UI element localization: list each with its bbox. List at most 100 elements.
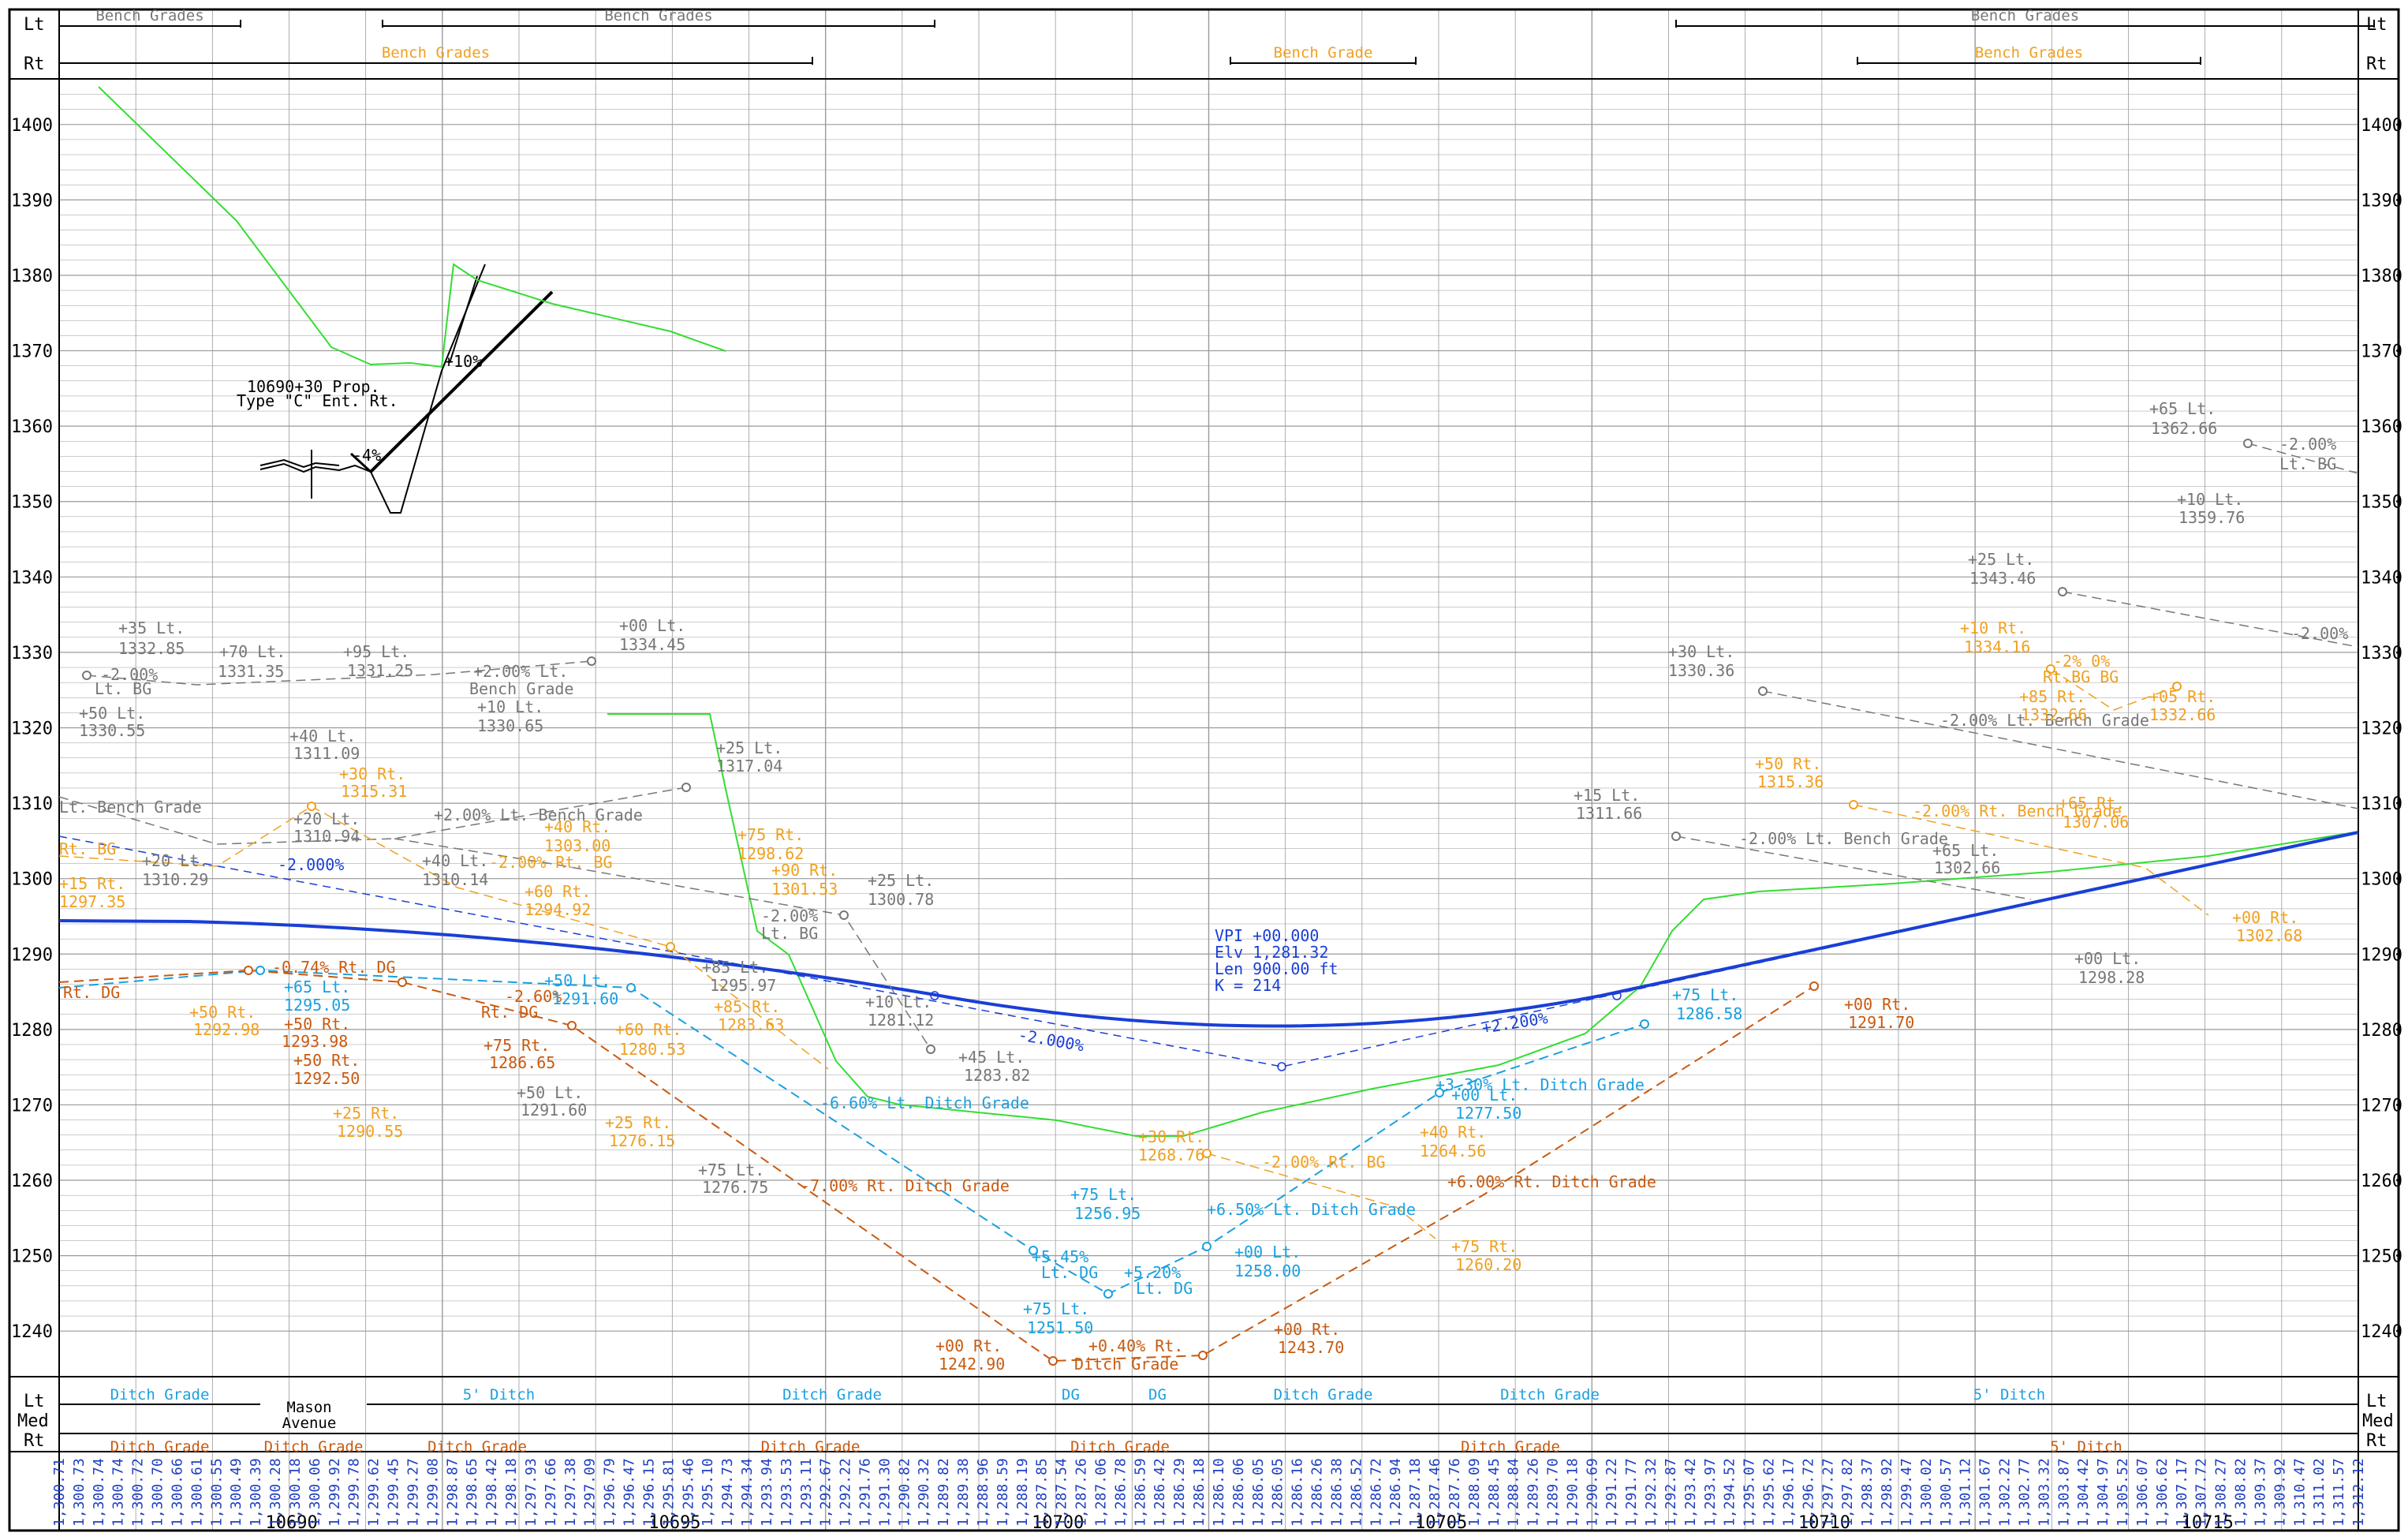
elevation-value: 1,291.30 <box>876 1458 893 1527</box>
annotation-text: Type "C" Ent. Rt. <box>237 391 398 410</box>
annotation-text: 1281.12 <box>868 1011 934 1030</box>
rt-ditch-grade <box>58 969 1815 1362</box>
evc-point <box>1612 991 1622 1000</box>
annotation-text: +20 Lt. <box>142 851 208 870</box>
elevation-value: 1,294.73 <box>719 1458 736 1527</box>
elevation-value: 1,309.37 <box>2252 1458 2268 1527</box>
bottom-band-rt-label: Ditch Grade <box>761 1438 861 1456</box>
annotation-text: 1286.65 <box>489 1053 555 1072</box>
elevation-value: 1,300.57 <box>1938 1458 1954 1527</box>
annotation-text: 1286.58 <box>1676 1004 1742 1023</box>
annotation-text: 1310.29 <box>142 870 208 889</box>
existing-ground-line <box>607 713 2355 1137</box>
elevation-value: 1,296.15 <box>640 1458 657 1527</box>
bottom-band-rt-label: Ditch Grade <box>1070 1438 1170 1456</box>
elevation-value: 1,297.09 <box>582 1458 599 1527</box>
top-band-lt-label: Bench Grades <box>95 7 203 24</box>
elevation-value: 1,292.87 <box>1663 1458 1679 1527</box>
annotation-text: -2.00% <box>2291 624 2348 643</box>
annotation-text: 1317.04 <box>716 757 782 776</box>
elevation-value: 1,300.06 <box>307 1458 323 1527</box>
elevation-value: 1,311.57 <box>2331 1458 2347 1527</box>
annotation-text: 1334.16 <box>1964 637 2030 656</box>
elevation-value: 1,298.87 <box>444 1458 461 1527</box>
annotation-text: +00 Rt. <box>1274 1320 1340 1339</box>
elevation-value: 1,295.07 <box>1742 1458 1758 1527</box>
annotation-text: +75 Rt. <box>483 1036 550 1055</box>
elevation-value: 1,291.22 <box>1603 1458 1620 1527</box>
x-tick-label: 10710 <box>1798 1513 1850 1533</box>
annotation-text: 1343.46 <box>1969 569 2036 588</box>
annotation-text: +15 Rt. <box>59 874 125 893</box>
annotation-text: Rt. BG <box>59 839 116 858</box>
annotation-text: 1251.50 <box>1027 1318 1093 1337</box>
annotation-text: +40 Rt. <box>1420 1123 1486 1142</box>
annotation-text: Bench Grade <box>469 679 573 698</box>
annotation-text: +75 Lt. <box>1070 1185 1137 1204</box>
annotation-text: +2.00% Lt. <box>473 662 568 681</box>
annotation-text: +25 Lt. <box>868 871 934 890</box>
annotation-text: 1292.98 <box>193 1020 259 1039</box>
annotation-text: 1315.31 <box>341 782 407 801</box>
annotation-text: +95 Lt. <box>343 642 409 661</box>
annotation-text: 1302.66 <box>1934 858 2000 877</box>
annotation-text: Rt. DG <box>481 1003 538 1022</box>
annotation-text: +65 Lt. <box>1932 841 1999 860</box>
station-annotations: 10690+30 Prop.Type "C" Ent. Rt.+10%-4%+3… <box>59 352 2348 1374</box>
annotation-text: 1332.66 <box>2149 705 2216 724</box>
bottom-right-med: Med <box>2362 1411 2394 1431</box>
y-tick-label-left: 1350 <box>11 493 53 513</box>
x-tick-label: 10695 <box>648 1513 700 1533</box>
y-tick-label-right: 1380 <box>2361 267 2402 286</box>
elevation-value: 1,289.70 <box>1545 1458 1562 1527</box>
elevation-value: 1,302.77 <box>2016 1458 2033 1527</box>
annotation-text: +75 Lt. <box>1672 985 1738 1004</box>
right-label-lt: Lt <box>2366 15 2387 35</box>
y-tick-label-left: 1380 <box>11 267 53 286</box>
elevation-value: 1,304.97 <box>2095 1458 2111 1527</box>
annotation-text: 1330.65 <box>477 716 543 735</box>
elevation-value: 1,288.09 <box>1466 1458 1483 1527</box>
annotation-text: +30 Lt. <box>1668 642 1734 661</box>
elevation-value: 1,293.94 <box>759 1458 775 1527</box>
annotation-text: 1331.25 <box>347 661 413 680</box>
annotation-text: +45 Lt. <box>958 1048 1025 1067</box>
annotation-text: 1334.45 <box>619 635 685 654</box>
annotation-text: 1292.50 <box>293 1069 360 1088</box>
annotation-text: +85 Rt. <box>714 997 780 1016</box>
annotation-text: 1291.60 <box>552 989 618 1008</box>
annotation-text: 1264.56 <box>1420 1142 1486 1161</box>
annotation-text: Lt. BG <box>761 924 818 943</box>
elevation-value: 1,289.82 <box>935 1458 952 1527</box>
bottom-band-rt-label: Ditch Grade <box>110 1438 210 1456</box>
left-label-lt: Lt <box>24 15 45 35</box>
annotation-text: +70 Lt. <box>219 642 286 661</box>
annotation-text: 1298.62 <box>737 844 804 863</box>
annotation-text: +65 Lt. <box>2149 399 2216 418</box>
elevation-value: 1,288.84 <box>1506 1458 1522 1527</box>
annotation-text: +6.50% Lt. Ditch Grade <box>1207 1200 1416 1219</box>
y-tick-label-right: 1290 <box>2361 945 2402 965</box>
y-tick-label-left: 1280 <box>11 1021 53 1041</box>
annotation-text: +65 Rt. <box>2059 794 2125 813</box>
annotation-text: 1315.36 <box>1757 772 1824 791</box>
elevation-value: 1,292.32 <box>1643 1458 1659 1527</box>
annotation-text: Lt. DG <box>1136 1279 1193 1298</box>
elevation-value: 1,309.92 <box>2272 1458 2288 1527</box>
annotation-text: 1258.00 <box>1234 1262 1301 1280</box>
annotation-text: +40 Lt. <box>289 727 356 746</box>
lt-bench-grade-right-3 <box>2062 591 2359 648</box>
elevation-value: 1,298.92 <box>1879 1458 1895 1527</box>
elevation-value: 1,300.55 <box>208 1458 225 1527</box>
vpi-line-3: Len 900.00 ft <box>1215 959 1338 978</box>
annotation-text: 1311.66 <box>1576 804 1642 823</box>
annotation-text: 1310.14 <box>422 870 488 889</box>
elevation-value: 1,286.05 <box>1270 1458 1286 1527</box>
annotation-text: +00 Lt. <box>1451 1086 1518 1105</box>
annotation-text: +35 Lt. <box>118 619 185 637</box>
bottom-band-rt-label: 5' Ditch <box>2050 1438 2122 1456</box>
top-band-rt-label: Bench Grades <box>1975 44 2083 62</box>
annotation-text: +25 Lt. <box>1968 550 2034 569</box>
